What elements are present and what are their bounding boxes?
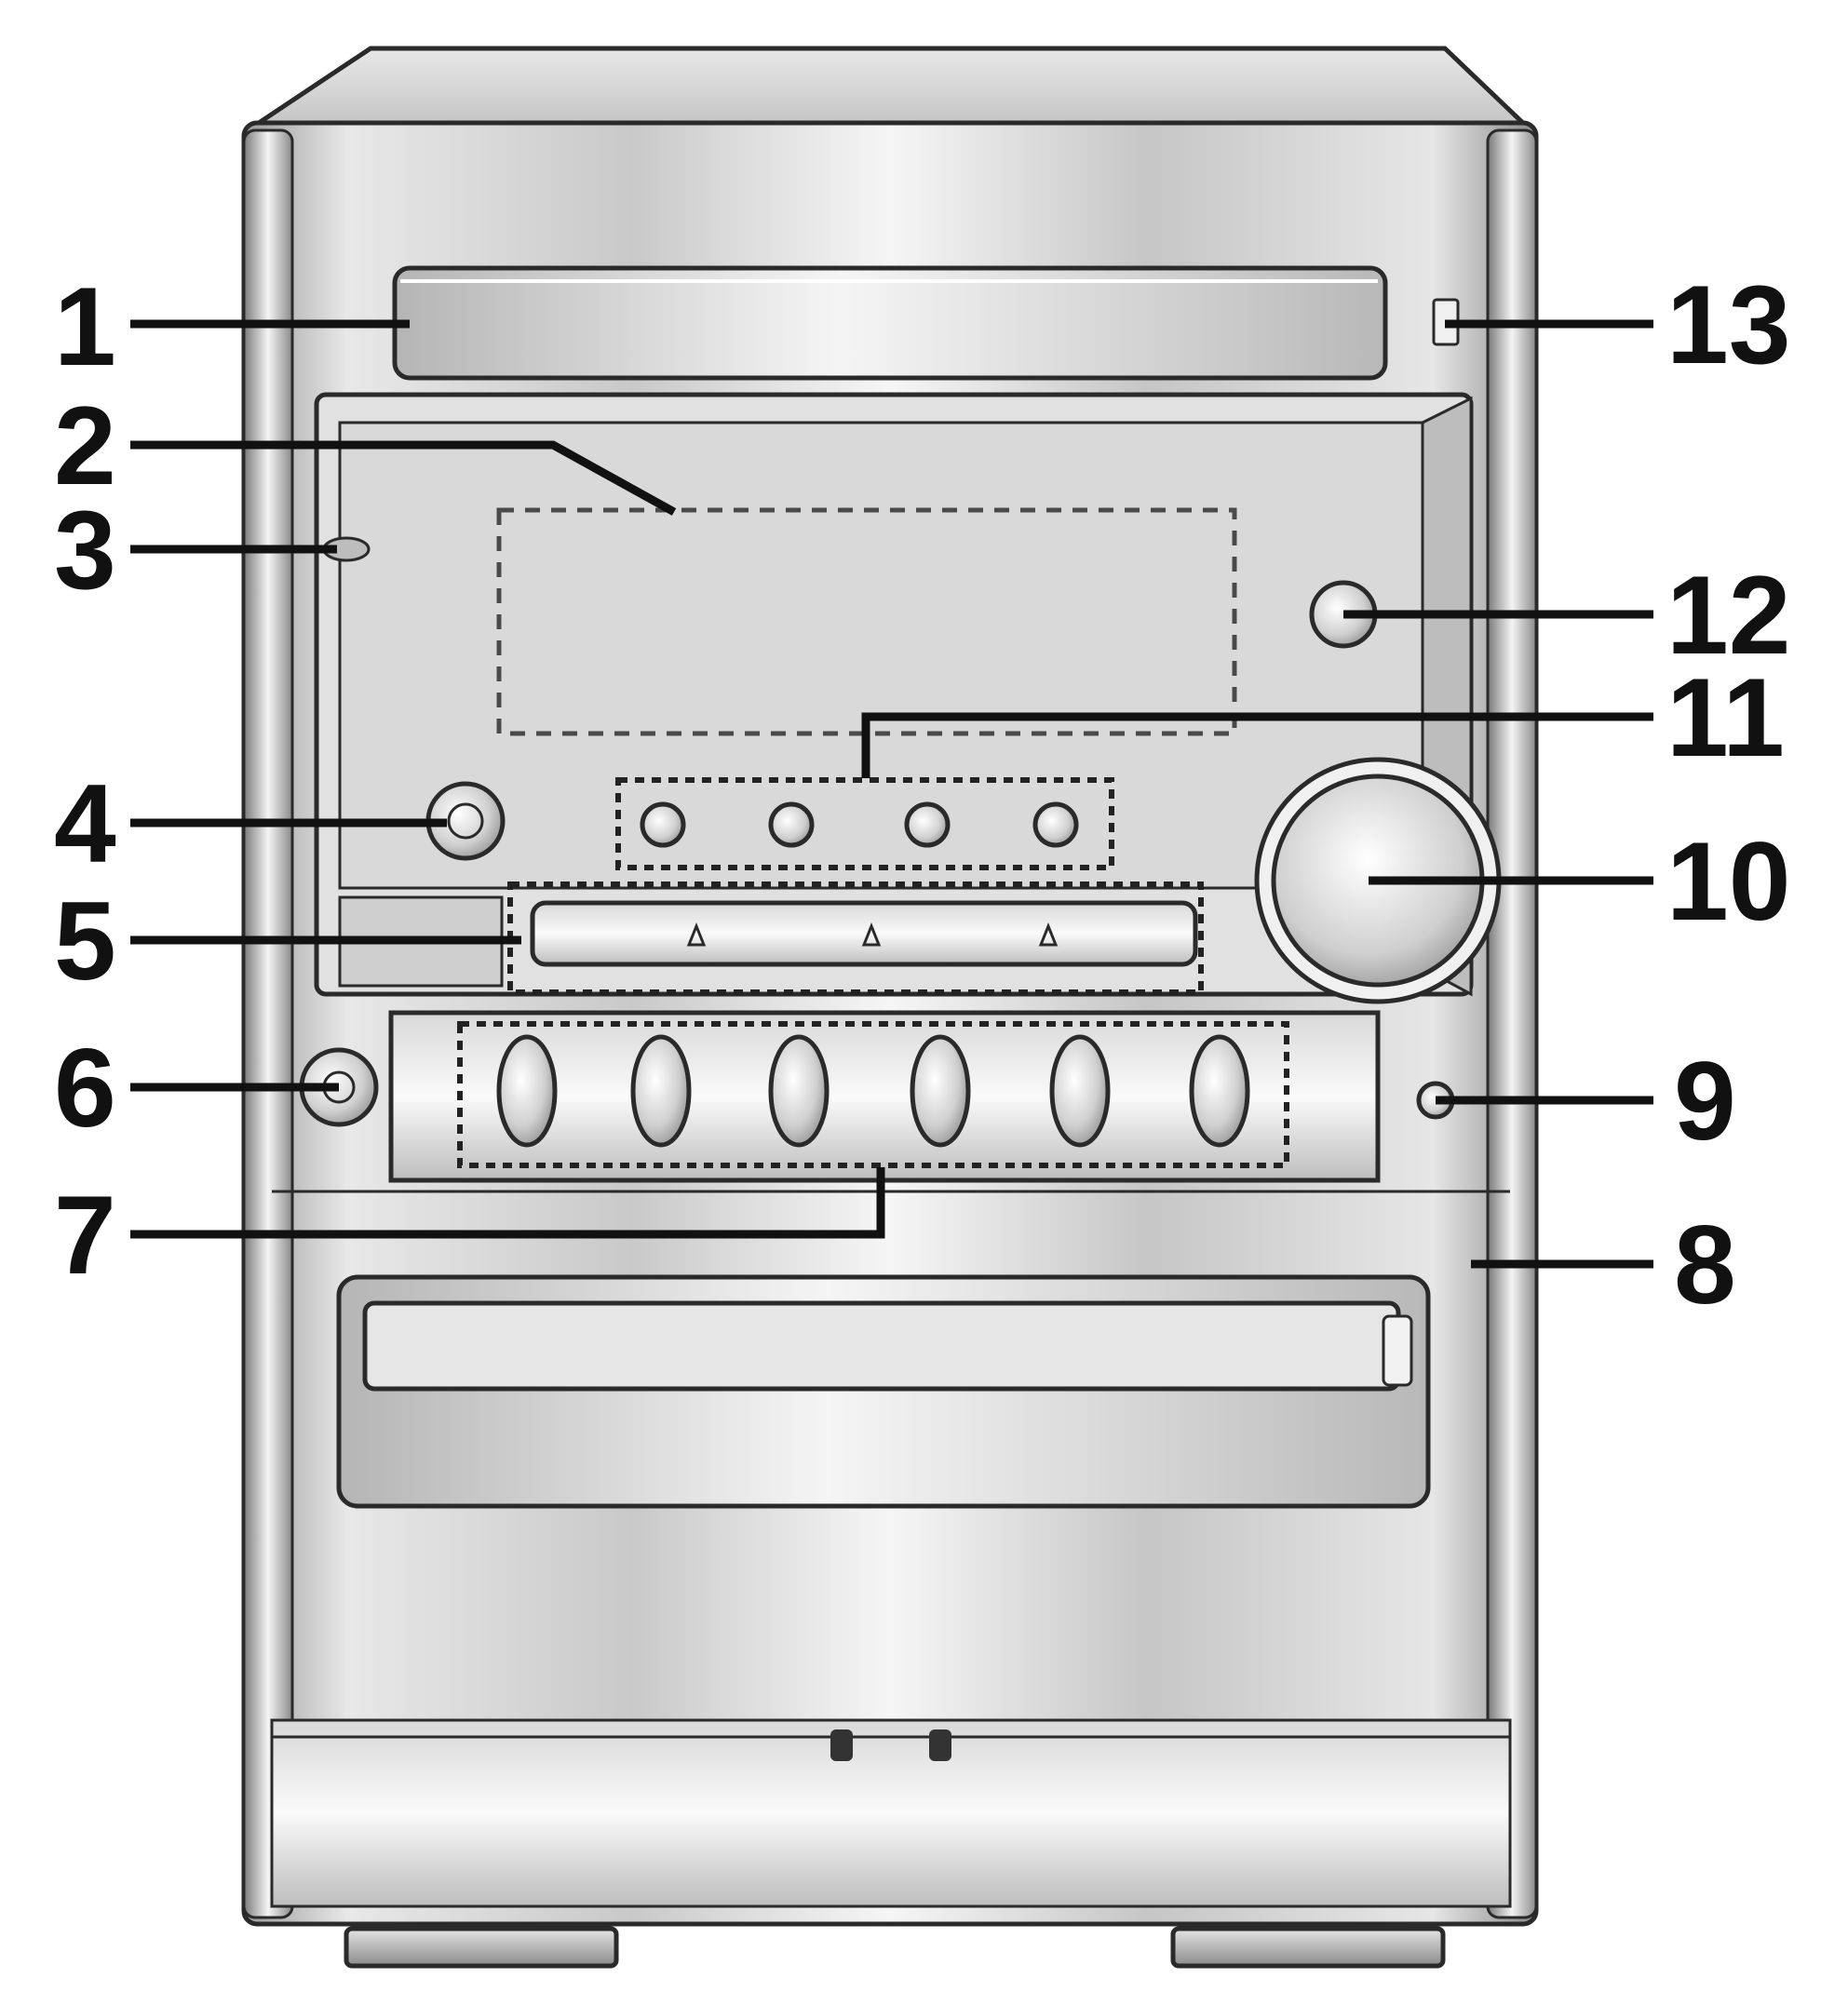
eq-knob-2[interactable] (630, 1034, 692, 1148)
display-panel-group (314, 392, 1502, 1004)
base-stud-right (929, 1729, 951, 1761)
callout-2: 2 (54, 384, 116, 508)
eq-knob-5[interactable] (1049, 1034, 1111, 1148)
function-button-1[interactable] (640, 801, 686, 848)
leader-7 (130, 1167, 885, 1239)
left-side-rail (242, 128, 294, 1919)
eq-knob-3[interactable] (768, 1034, 830, 1148)
callout-10: 10 (1666, 819, 1790, 944)
callout-13: 13 (1666, 262, 1790, 387)
callout-12: 12 (1666, 553, 1790, 678)
lower-tray-group (272, 1190, 1510, 1509)
callout-4: 4 (54, 761, 116, 886)
callout-7: 7 (54, 1173, 116, 1298)
callout-6: 6 (54, 1026, 116, 1151)
leader-11 (861, 712, 1653, 778)
right-side-rail (1486, 128, 1538, 1919)
base-strip (270, 1718, 1512, 1908)
display-window (496, 507, 1237, 736)
callout-9: 9 (1674, 1039, 1736, 1164)
function-buttons-frame (615, 777, 1114, 870)
callout-11: 11 (1666, 655, 1785, 780)
foot-left (344, 1926, 619, 1969)
control-bar-group (299, 1010, 1455, 1183)
function-button-2[interactable] (768, 801, 815, 848)
callout-8: 8 (1674, 1203, 1736, 1327)
base-stud-left (830, 1729, 853, 1761)
callout-numbers: 1 2 3 4 5 6 7 8 9 10 11 12 13 (54, 262, 1790, 1327)
callout-1: 1 (54, 264, 116, 389)
cabinet-top (245, 46, 1533, 129)
callout-3: 3 (54, 488, 116, 612)
disc-tray-slot (362, 1300, 1401, 1392)
cassette-strip (530, 900, 1198, 967)
foot-right (1170, 1926, 1446, 1969)
eq-knob-1[interactable] (496, 1034, 558, 1148)
leader-2 (130, 440, 677, 516)
upper-disc-slot-group (392, 265, 1460, 381)
function-button-4[interactable] (1032, 801, 1079, 848)
function-button-3[interactable] (904, 801, 951, 848)
eq-knob-4[interactable] (910, 1034, 971, 1148)
eq-knobs-frame (457, 1021, 1289, 1168)
eq-knob-6[interactable] (1189, 1034, 1250, 1148)
upper-disc-slot (392, 265, 1388, 381)
callout-5: 5 (54, 879, 116, 1003)
leader-lines (130, 319, 1653, 1269)
